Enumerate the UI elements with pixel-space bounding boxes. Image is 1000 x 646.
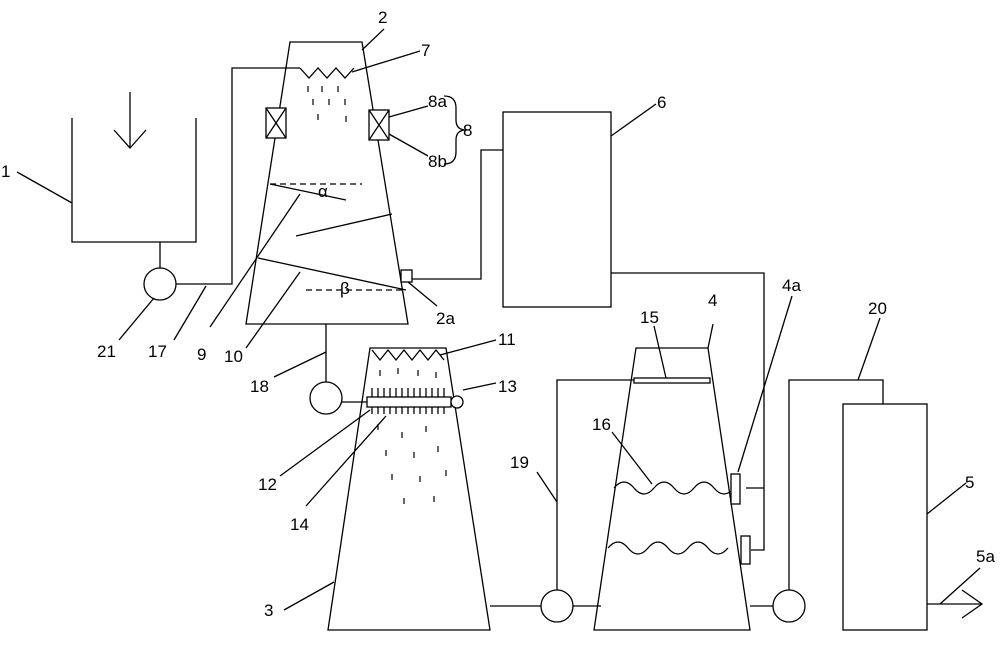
tower-4: [593, 347, 751, 631]
label-9: 9: [197, 345, 206, 364]
label-beta: β: [340, 279, 350, 298]
label-13: 13: [498, 377, 517, 396]
label-17: 17: [148, 342, 167, 361]
label-5: 5: [965, 473, 974, 492]
label-2: 2: [378, 8, 387, 27]
label-8b: 8b: [428, 152, 447, 171]
label-19: 19: [510, 453, 529, 472]
brace-8: [443, 95, 467, 165]
label-5a: 5a: [976, 547, 995, 566]
feed-tank: [71, 92, 197, 243]
label-14: 14: [290, 515, 309, 534]
label-4: 4: [708, 291, 717, 310]
label-4a: 4a: [782, 276, 801, 295]
leader-lines: [16, 28, 981, 611]
label-2a: 2a: [436, 309, 455, 328]
label-alpha: α: [318, 182, 328, 201]
pipe-20: [750, 379, 884, 623]
pipe-18: [309, 324, 370, 415]
label-20: 20: [868, 299, 887, 318]
label-7: 7: [421, 41, 430, 60]
label-10: 10: [224, 347, 243, 366]
label-8a: 8a: [428, 92, 447, 111]
tower-3: [327, 347, 491, 631]
tower-2: [245, 41, 413, 325]
pipe-17: [176, 67, 300, 285]
label-16: 16: [592, 415, 611, 434]
label-6: 6: [657, 93, 666, 112]
label-1: 1: [1, 162, 10, 181]
label-15: 15: [640, 308, 659, 327]
label-21: 21: [97, 342, 116, 361]
labels: 1 2 7 8a 8 8b 6 α β 2a 21 17 9 10 18 11 …: [1, 8, 995, 620]
label-12: 12: [258, 475, 277, 494]
label-3: 3: [264, 601, 273, 620]
unit-5: [842, 403, 984, 631]
label-8: 8: [463, 121, 472, 140]
pump-21: [143, 242, 177, 301]
unit-6: [412, 111, 765, 551]
label-11: 11: [498, 330, 516, 349]
label-18: 18: [250, 377, 269, 396]
